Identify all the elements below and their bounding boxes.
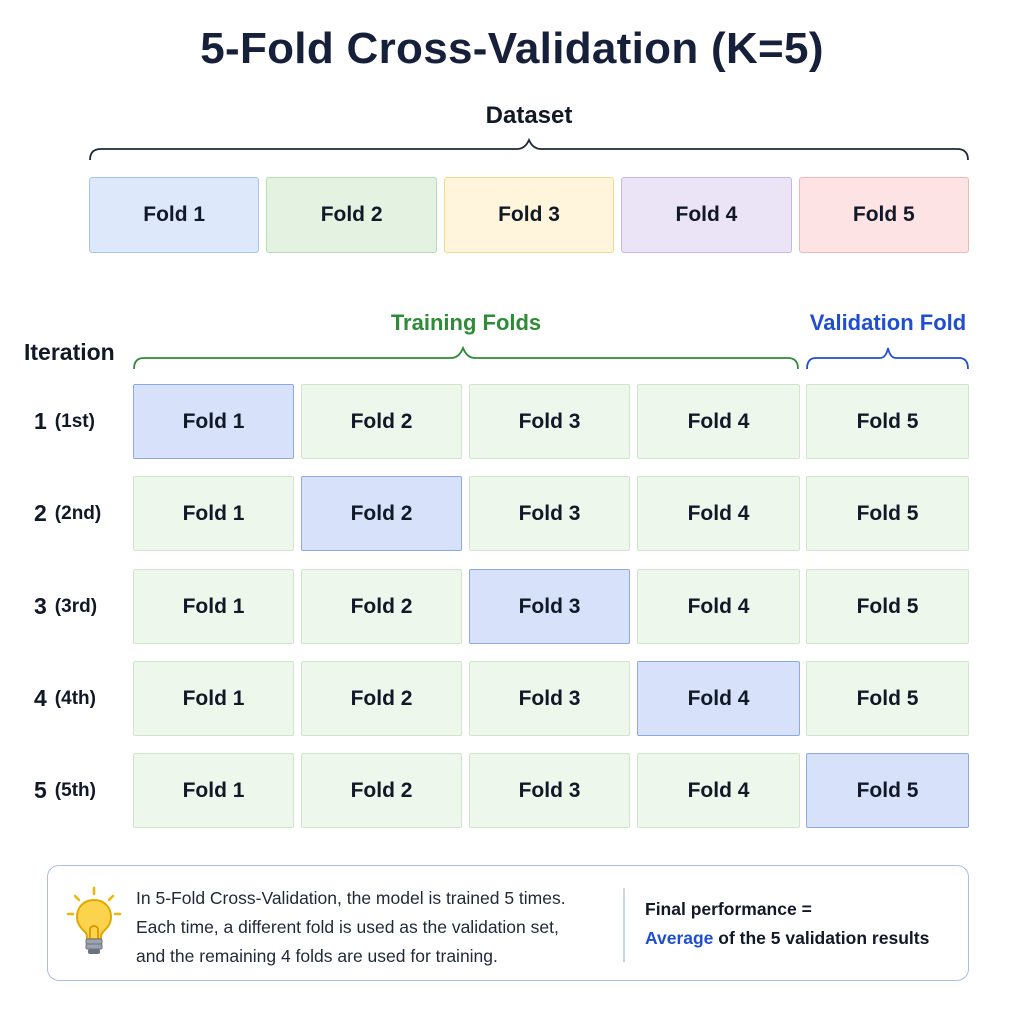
iteration-ordinal: (4th) bbox=[54, 687, 96, 709]
fold-cell-3: Fold 3 bbox=[469, 476, 630, 551]
dataset-fold-2: Fold 2 bbox=[266, 177, 437, 253]
lightbulb-icon bbox=[66, 886, 122, 954]
fold-cell-2: Fold 2 bbox=[301, 753, 462, 828]
fold-cell-1: Fold 1 bbox=[133, 476, 294, 551]
info-line: In 5-Fold Cross-Validation, the model is… bbox=[136, 888, 566, 908]
fold-cell-3: Fold 3 bbox=[469, 661, 630, 736]
fold-cell-1: Fold 1 bbox=[133, 384, 294, 459]
validation-fold-label: Validation Fold bbox=[809, 310, 967, 335]
info-line: and the remaining 4 folds are used for t… bbox=[136, 946, 498, 966]
fold-cell-2: Fold 2 bbox=[301, 476, 462, 551]
dataset-fold-5: Fold 5 bbox=[798, 177, 970, 253]
validation-brace bbox=[806, 347, 969, 370]
dataset-fold-4: Fold 4 bbox=[621, 177, 792, 253]
iteration-number: 5 bbox=[34, 777, 47, 803]
average-highlight: Average bbox=[645, 928, 714, 948]
final-performance-formula: Average of the 5 validation results bbox=[645, 924, 929, 953]
info-divider bbox=[623, 888, 625, 962]
fold-cell-4: Fold 4 bbox=[637, 569, 800, 644]
iteration-label: 1 (1st) bbox=[34, 384, 95, 459]
iteration-ordinal: (1st) bbox=[54, 410, 95, 432]
dataset-folds: Fold 1 Fold 2 Fold 3 Fold 4 Fold 5 bbox=[89, 177, 970, 253]
fold-cell-2: Fold 2 bbox=[301, 569, 462, 644]
fold-cell-5: Fold 5 bbox=[806, 753, 969, 828]
final-performance: Final performance = Average of the 5 val… bbox=[645, 895, 929, 953]
iteration-number: 1 bbox=[34, 408, 47, 434]
dataset-label: Dataset bbox=[485, 102, 573, 129]
fold-cell-2: Fold 2 bbox=[301, 661, 462, 736]
training-brace bbox=[133, 345, 799, 370]
fold-cell-1: Fold 1 bbox=[133, 569, 294, 644]
fold-cell-3: Fold 3 bbox=[469, 384, 630, 459]
fold-cell-4: Fold 4 bbox=[637, 753, 800, 828]
final-performance-line: Final performance = bbox=[645, 899, 812, 919]
fold-cell-1: Fold 1 bbox=[133, 661, 294, 736]
iteration-ordinal: (2nd) bbox=[54, 502, 102, 524]
iteration-label: 2 (2nd) bbox=[34, 476, 101, 551]
info-text: In 5-Fold Cross-Validation, the model is… bbox=[136, 884, 616, 971]
fold-cell-1: Fold 1 bbox=[133, 753, 294, 828]
fold-cell-2: Fold 2 bbox=[301, 384, 462, 459]
fold-cell-5: Fold 5 bbox=[806, 476, 969, 551]
dataset-fold-3: Fold 3 bbox=[443, 177, 615, 253]
iteration-number: 2 bbox=[34, 500, 47, 526]
iteration-number: 3 bbox=[34, 593, 47, 619]
iteration-ordinal: (5th) bbox=[54, 779, 96, 801]
training-folds-label: Training Folds bbox=[390, 310, 542, 335]
dataset-brace bbox=[89, 137, 969, 161]
page-title: 5-Fold Cross-Validation (K=5) bbox=[200, 24, 824, 73]
fold-cell-4: Fold 4 bbox=[637, 661, 800, 736]
iteration-label: 4 (4th) bbox=[34, 661, 96, 736]
fold-cell-4: Fold 4 bbox=[637, 384, 800, 459]
fold-cell-3: Fold 3 bbox=[469, 753, 630, 828]
iteration-header: Iteration bbox=[24, 339, 115, 365]
iteration-label: 3 (3rd) bbox=[34, 569, 97, 644]
final-performance-rest: of the 5 validation results bbox=[713, 928, 930, 948]
info-box: In 5-Fold Cross-Validation, the model is… bbox=[47, 865, 969, 981]
iteration-ordinal: (3rd) bbox=[54, 595, 98, 617]
fold-cell-4: Fold 4 bbox=[637, 476, 800, 551]
fold-cell-5: Fold 5 bbox=[806, 569, 969, 644]
iteration-number: 4 bbox=[34, 685, 47, 711]
fold-cell-3: Fold 3 bbox=[469, 569, 630, 644]
fold-cell-5: Fold 5 bbox=[806, 661, 969, 736]
fold-cell-5: Fold 5 bbox=[806, 384, 969, 459]
info-line: Each time, a different fold is used as t… bbox=[136, 917, 559, 937]
iteration-label: 5 (5th) bbox=[34, 753, 96, 828]
dataset-fold-1: Fold 1 bbox=[89, 177, 260, 253]
